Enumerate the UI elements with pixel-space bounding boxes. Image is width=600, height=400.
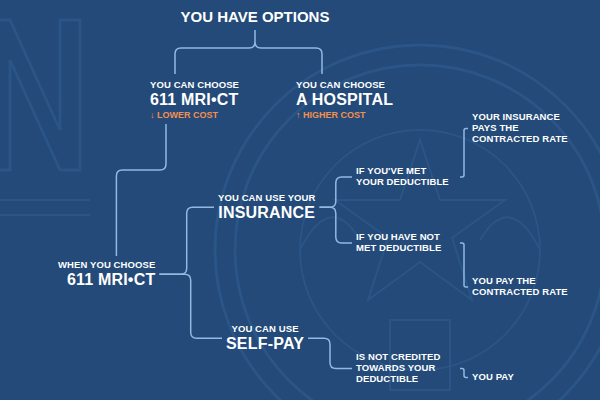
text-node: YOU PAY THE CONTRACTED RATE <box>472 276 572 298</box>
connector-line <box>320 207 353 243</box>
connector-line <box>460 128 468 177</box>
node-caption: WHEN YOU CHOOSE <box>58 260 155 271</box>
text-node: YOU CAN CHOOSE611 MRI•CT↓ LOWER COST <box>150 80 239 120</box>
node-caption: IS NOT CREDITED TOWARDS YOUR DEDUCTIBLE <box>356 352 456 385</box>
node-caption: YOU CAN USE <box>226 324 304 335</box>
bracket <box>175 30 322 74</box>
node-caption: YOU PAY <box>472 372 514 383</box>
node-heading: ↓ LOWER COST <box>150 110 239 120</box>
text-node: YOU CAN USE YOURINSURANCE <box>218 193 316 222</box>
text-node: YOU PAY <box>472 372 514 383</box>
text-node: WHEN YOU CHOOSE611 MRI•CT <box>58 260 155 289</box>
node-caption: IF YOU HAVE NOT MET DEDUCTIBLE <box>356 232 456 254</box>
node-heading: A HOSPITAL <box>296 91 393 109</box>
node-heading: 611 MRI•CT <box>150 91 239 109</box>
connector-line <box>308 338 352 368</box>
text-node: YOU CAN USESELF-PAY <box>226 324 304 353</box>
connector-line <box>460 368 468 377</box>
node-caption: YOU PAY THE CONTRACTED RATE <box>472 276 572 298</box>
connector-line <box>116 124 166 256</box>
node-heading: ↑ HIGHER COST <box>296 110 393 120</box>
text-node: IS NOT CREDITED TOWARDS YOUR DEDUCTIBLE <box>356 352 456 385</box>
connector-line <box>159 207 214 274</box>
text-node: YOUR INSURANCE PAYS THE CONTRACTED RATE <box>472 112 572 145</box>
connector-line <box>320 177 353 207</box>
node-caption: YOU CAN USE YOUR <box>218 193 316 204</box>
connector-line <box>460 243 468 287</box>
node-caption: YOU CAN CHOOSE <box>150 80 239 91</box>
node-heading: INSURANCE <box>218 204 316 222</box>
node-caption: YOUR INSURANCE PAYS THE CONTRACTED RATE <box>472 112 572 145</box>
text-node: YOU CAN CHOOSEA HOSPITAL↑ HIGHER COST <box>296 80 393 120</box>
node-heading: 611 MRI•CT <box>58 271 155 289</box>
diagram-title: YOU HAVE OPTIONS <box>0 8 510 25</box>
node-caption: YOU CAN CHOOSE <box>296 80 393 91</box>
text-node: IF YOU HAVE NOT MET DEDUCTIBLE <box>356 232 456 254</box>
node-caption: IF YOU'VE MET YOUR DEDUCTIBLE <box>356 166 456 188</box>
connector-line <box>159 274 222 338</box>
text-node: IF YOU'VE MET YOUR DEDUCTIBLE <box>356 166 456 188</box>
node-heading: SELF-PAY <box>226 335 304 353</box>
